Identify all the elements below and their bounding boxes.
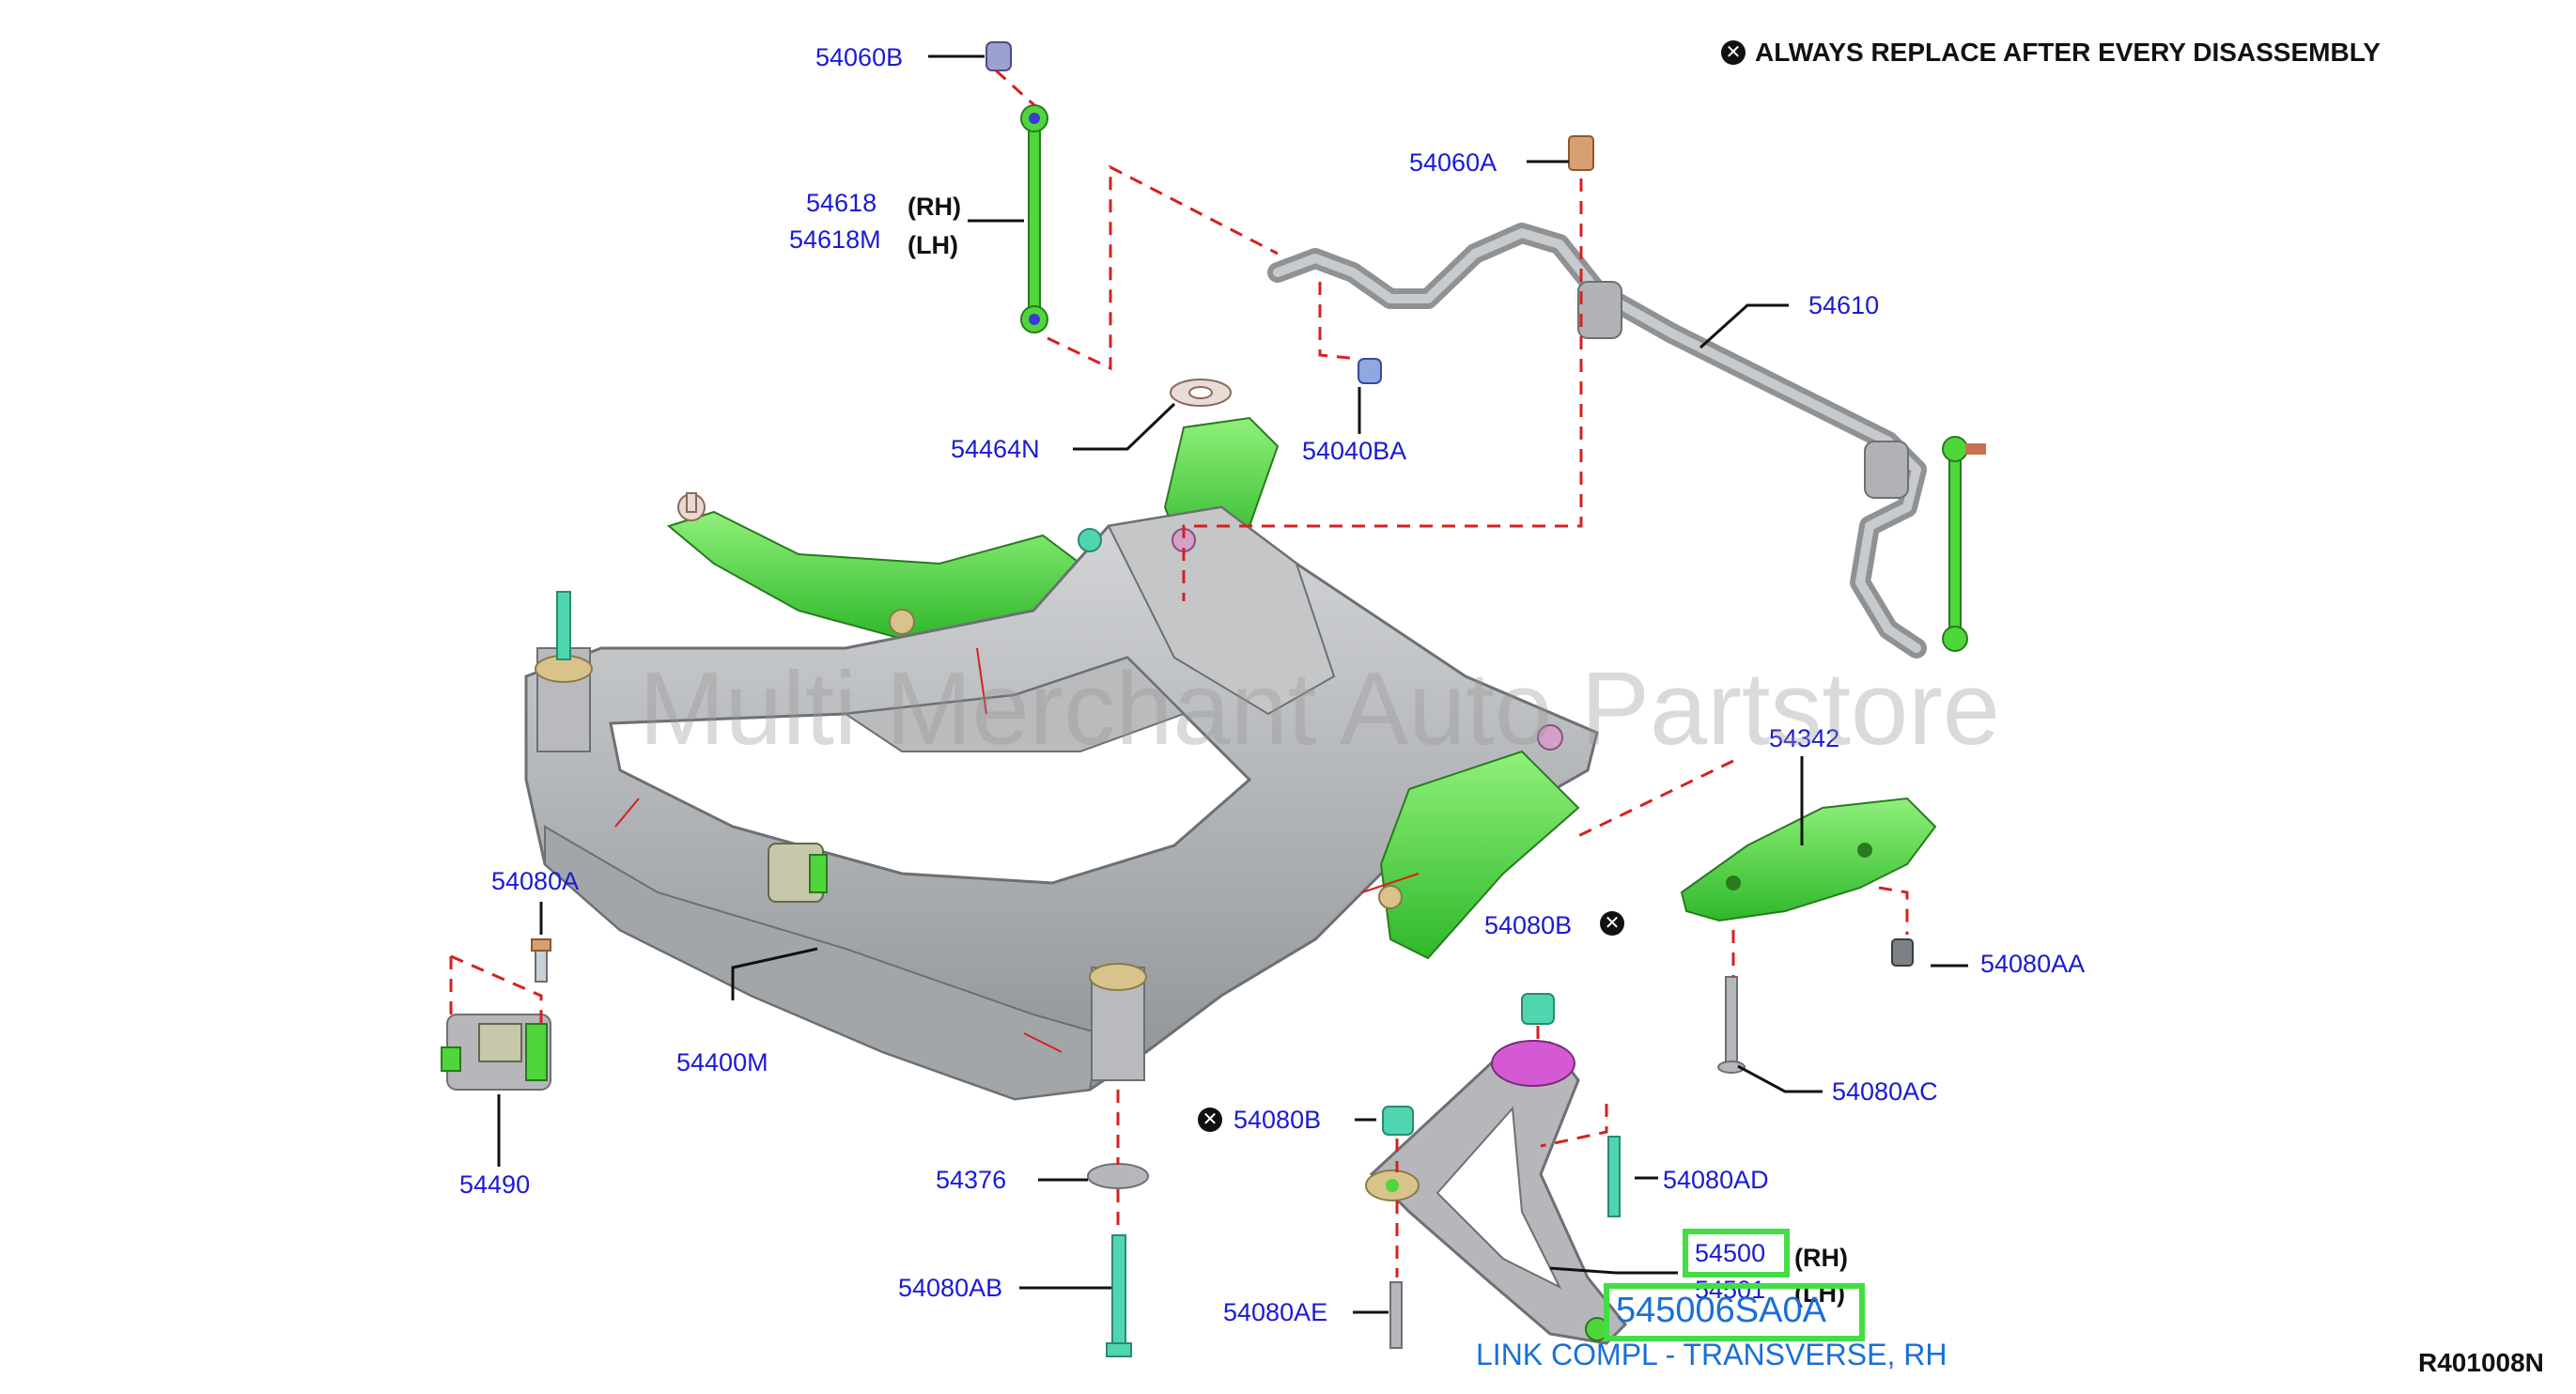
- label-54490[interactable]: 54490: [459, 1170, 531, 1199]
- transverse-link-54500[interactable]: [1365, 1040, 1628, 1345]
- label-54501[interactable]: 54501: [1695, 1276, 1766, 1304]
- nut-54080B-lower[interactable]: [1382, 1106, 1414, 1136]
- replace-mark-icon: ✕: [1600, 911, 1624, 936]
- stabilizer-link-right[interactable]: [1942, 436, 1986, 652]
- side-rh-54618: (RH): [908, 193, 961, 221]
- replace-symbol-icon: ✕: [1721, 40, 1746, 65]
- hardware-54040BA[interactable]: [1358, 358, 1382, 384]
- leader-lines: [497, 54, 1968, 1314]
- washer-54376[interactable]: [1087, 1163, 1149, 1189]
- label-54464N[interactable]: 54464N: [951, 435, 1040, 463]
- label-54500[interactable]: 54500: [1695, 1239, 1766, 1267]
- hardware-54060A[interactable]: [1568, 135, 1594, 171]
- label-54080AE[interactable]: 54080AE: [1223, 1298, 1328, 1326]
- label-54060B[interactable]: 54060B: [815, 43, 904, 71]
- bolt-54080AB[interactable]: [1106, 1234, 1132, 1357]
- hardware-54464N[interactable]: [1170, 379, 1232, 407]
- highlight-54500: [1683, 1229, 1790, 1278]
- label-54060A[interactable]: 54060A: [1409, 148, 1497, 177]
- replace-mark-icon: ✕: [1198, 1107, 1222, 1132]
- label-54080B-upper[interactable]: 54080B: [1484, 911, 1573, 939]
- selected-part-description: LINK COMPL - TRANSVERSE, RH: [1476, 1338, 1948, 1371]
- stabilizer-bar[interactable]: [1267, 223, 1927, 658]
- mount-54490[interactable]: [441, 1014, 551, 1091]
- replace-notice-text: ALWAYS REPLACE AFTER EVERY DISASSEMBLY: [1755, 38, 2381, 67]
- bolt-54080AD[interactable]: [1607, 1136, 1621, 1217]
- nut-54080B-upper[interactable]: [1521, 993, 1555, 1025]
- highlight-selected-part: [1604, 1283, 1865, 1341]
- label-54040BA[interactable]: 54040BA: [1302, 437, 1407, 465]
- label-54080A[interactable]: 54080A: [491, 867, 580, 895]
- label-54080AD[interactable]: 54080AD: [1663, 1166, 1769, 1194]
- bolt-54080AA[interactable]: [1891, 938, 1914, 967]
- label-54610[interactable]: 54610: [1808, 291, 1880, 319]
- label-54618M[interactable]: 54618M: [789, 225, 881, 254]
- side-rh-54500: (RH): [1794, 1244, 1848, 1272]
- subframe-crossmember[interactable]: [524, 416, 1599, 1101]
- side-lh-54618M: (LH): [908, 231, 958, 259]
- diagram-reference: R401008N: [2418, 1348, 2544, 1377]
- bolt-54080AE[interactable]: [1389, 1281, 1403, 1349]
- stabilizer-link-left[interactable]: [1020, 104, 1048, 333]
- label-54618[interactable]: 54618: [806, 189, 877, 217]
- bolt-54080AC[interactable]: [1717, 976, 1746, 1074]
- replace-notice: ✕ ALWAYS REPLACE AFTER EVERY DISASSEMBLY: [1721, 38, 2381, 68]
- selected-part-number[interactable]: 545006SA0A: [1616, 1291, 1826, 1330]
- label-54080AA[interactable]: 54080AA: [1980, 950, 2086, 978]
- label-54376[interactable]: 54376: [936, 1166, 1007, 1194]
- bolt-54080A[interactable]: [531, 938, 551, 983]
- label-54080AC[interactable]: 54080AC: [1832, 1077, 1938, 1106]
- label-54080AB[interactable]: 54080AB: [898, 1274, 1003, 1302]
- label-54342[interactable]: 54342: [1769, 724, 1840, 752]
- plate-54342[interactable]: [1680, 797, 1937, 922]
- label-54400M[interactable]: 54400M: [676, 1048, 768, 1076]
- assembly-dash-lines: [449, 69, 1909, 1278]
- hardware-54060B[interactable]: [985, 41, 1012, 71]
- label-54080B-lower[interactable]: 54080B: [1234, 1106, 1322, 1134]
